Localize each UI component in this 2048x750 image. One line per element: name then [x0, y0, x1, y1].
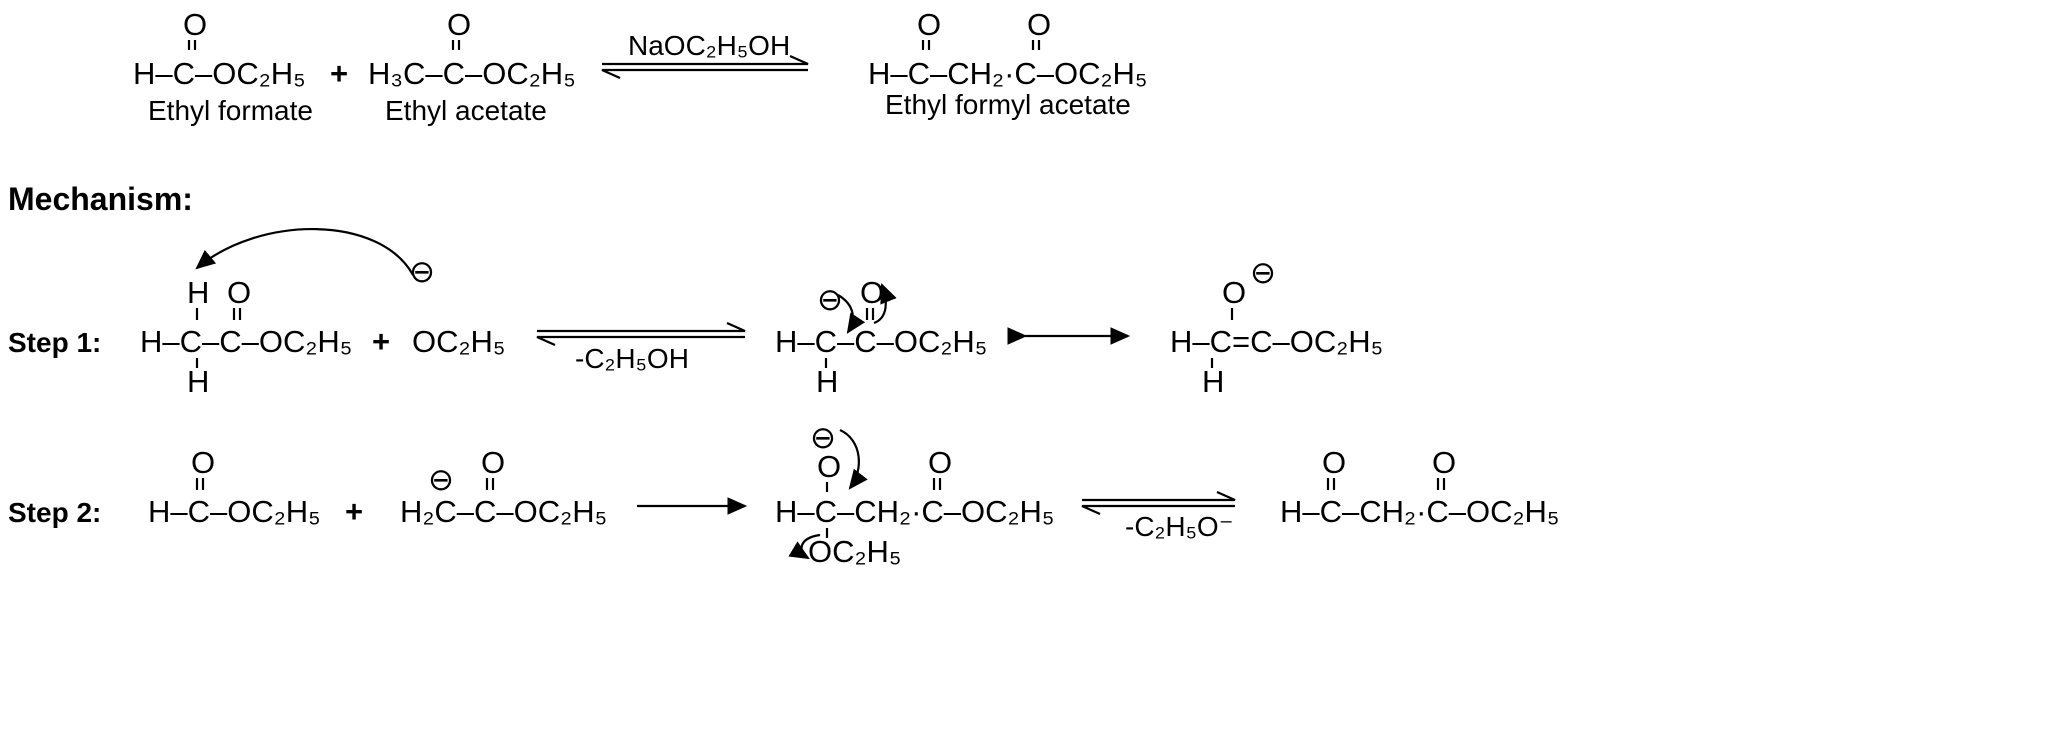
formula: H₃C–C–OC₂H₅ — [368, 56, 576, 91]
ethyl-acetate: O H₃C–C–OC₂H₅ Ethyl acetate — [368, 7, 576, 126]
compound-name: Ethyl formyl acetate — [885, 89, 1131, 120]
step1-label: Step 1: — [8, 327, 101, 358]
carbonyl-oxygen: O — [1432, 445, 1456, 480]
carbonyl-oxygen: O — [447, 7, 471, 42]
formula: H–C=C–OC₂H₅ — [1170, 324, 1383, 359]
ethyl-formate: O H–C–OC₂H₅ Ethyl formate — [133, 7, 313, 126]
ethoxide-base: ⊖ OC₂H₅ — [409, 254, 505, 359]
formula: OC₂H₅ — [412, 324, 505, 359]
equilibrium-arrow: NaOC₂H₅OH — [601, 30, 809, 80]
bottom-hydrogen: H — [1202, 364, 1224, 399]
curved-arrow — [195, 228, 414, 276]
compound-name: Ethyl acetate — [385, 95, 547, 126]
carbonyl-oxygen: O — [227, 275, 251, 310]
carbonyl-oxygen: O — [1027, 7, 1051, 42]
formula: H–C–OC₂H₅ — [148, 494, 321, 529]
step2-equilibrium-arrow: -C₂H₅O⁻ — [1081, 490, 1236, 542]
step1-ethyl-acetate: H O H–C–C–OC₂H₅ H — [140, 275, 352, 399]
forward-arrow — [537, 321, 746, 333]
negative-charge: ⊖ — [1250, 255, 1276, 290]
step2-enolate: ⊖ O H₂C–C–OC₂H₅ — [400, 445, 607, 529]
oxygen: O — [1222, 275, 1246, 310]
formula: H–C–C–OC₂H₅ — [775, 324, 987, 359]
byproduct-label: -C₂H₅OH — [575, 343, 689, 374]
curved-arrow — [837, 294, 866, 334]
oxygen: O — [817, 449, 841, 484]
forward-arrow — [1082, 490, 1236, 502]
forward-arrow — [602, 54, 809, 66]
formula: H–C–CH₂·C–OC₂H₅ — [868, 56, 1147, 91]
negative-charge: ⊖ — [409, 254, 435, 289]
step2-product: O O H–C–CH₂·C–OC₂H₅ — [1280, 445, 1559, 529]
carbonyl-oxygen: O — [191, 445, 215, 480]
carbonyl-oxygen: O — [928, 445, 952, 480]
curved-arrow — [873, 282, 897, 325]
enolate: O ⊖ H–C=C–OC₂H₅ H — [1170, 255, 1383, 399]
negative-charge: ⊖ — [810, 420, 836, 455]
tetrahedral-intermediate: ⊖ O O H–C–CH₂·C–OC₂H₅ OC₂H₅ — [775, 420, 1054, 569]
mechanism-heading: Mechanism: — [8, 181, 193, 217]
compound-name: Ethyl formate — [148, 95, 313, 126]
carbonyl-oxygen: O — [917, 7, 941, 42]
plus-sign: + — [330, 56, 348, 91]
carbonyl-oxygen: O — [481, 445, 505, 480]
negative-charge: ⊖ — [428, 462, 454, 497]
step2-ethyl-formate: O H–C–OC₂H₅ — [148, 445, 321, 529]
formula: H–C–CH₂·C–OC₂H₅ — [1280, 494, 1559, 529]
carbonyl-oxygen: O — [183, 7, 207, 42]
step2-label: Step 2: — [8, 497, 101, 528]
byproduct-label: -C₂H₅O⁻ — [1125, 511, 1233, 542]
carbonyl-oxygen: O — [1322, 445, 1346, 480]
bottom-hydrogen: H — [187, 364, 209, 399]
formula: H₂C–C–OC₂H₅ — [400, 494, 607, 529]
ethyl-formyl-acetate: O O H–C–CH₂·C–OC₂H₅ Ethyl formyl acetate — [868, 7, 1147, 120]
formula: H–C–CH₂·C–OC₂H₅ — [775, 494, 1054, 529]
reverse-arrow — [1081, 504, 1235, 516]
reagent-label: NaOC₂H₅OH — [628, 30, 790, 61]
formula: H–C–OC₂H₅ — [133, 56, 306, 91]
curved-arrow — [839, 428, 868, 490]
step1-equilibrium-arrow: -C₂H₅OH — [536, 321, 746, 374]
top-hydrogen: H — [187, 275, 209, 310]
formula: H–C–C–OC₂H₅ — [140, 324, 352, 359]
leaving-group: OC₂H₅ — [808, 534, 901, 569]
carbanion: ⊖ O H–C–C–OC₂H₅ H — [775, 275, 987, 399]
plus-sign: + — [345, 494, 363, 529]
negative-charge: ⊖ — [817, 282, 843, 317]
reverse-arrow — [536, 335, 745, 347]
carbonyl-oxygen: O — [860, 275, 884, 310]
bottom-hydrogen: H — [816, 364, 838, 399]
curved-arrow — [788, 533, 821, 560]
plus-sign: + — [372, 324, 390, 359]
reverse-arrow — [601, 68, 808, 80]
